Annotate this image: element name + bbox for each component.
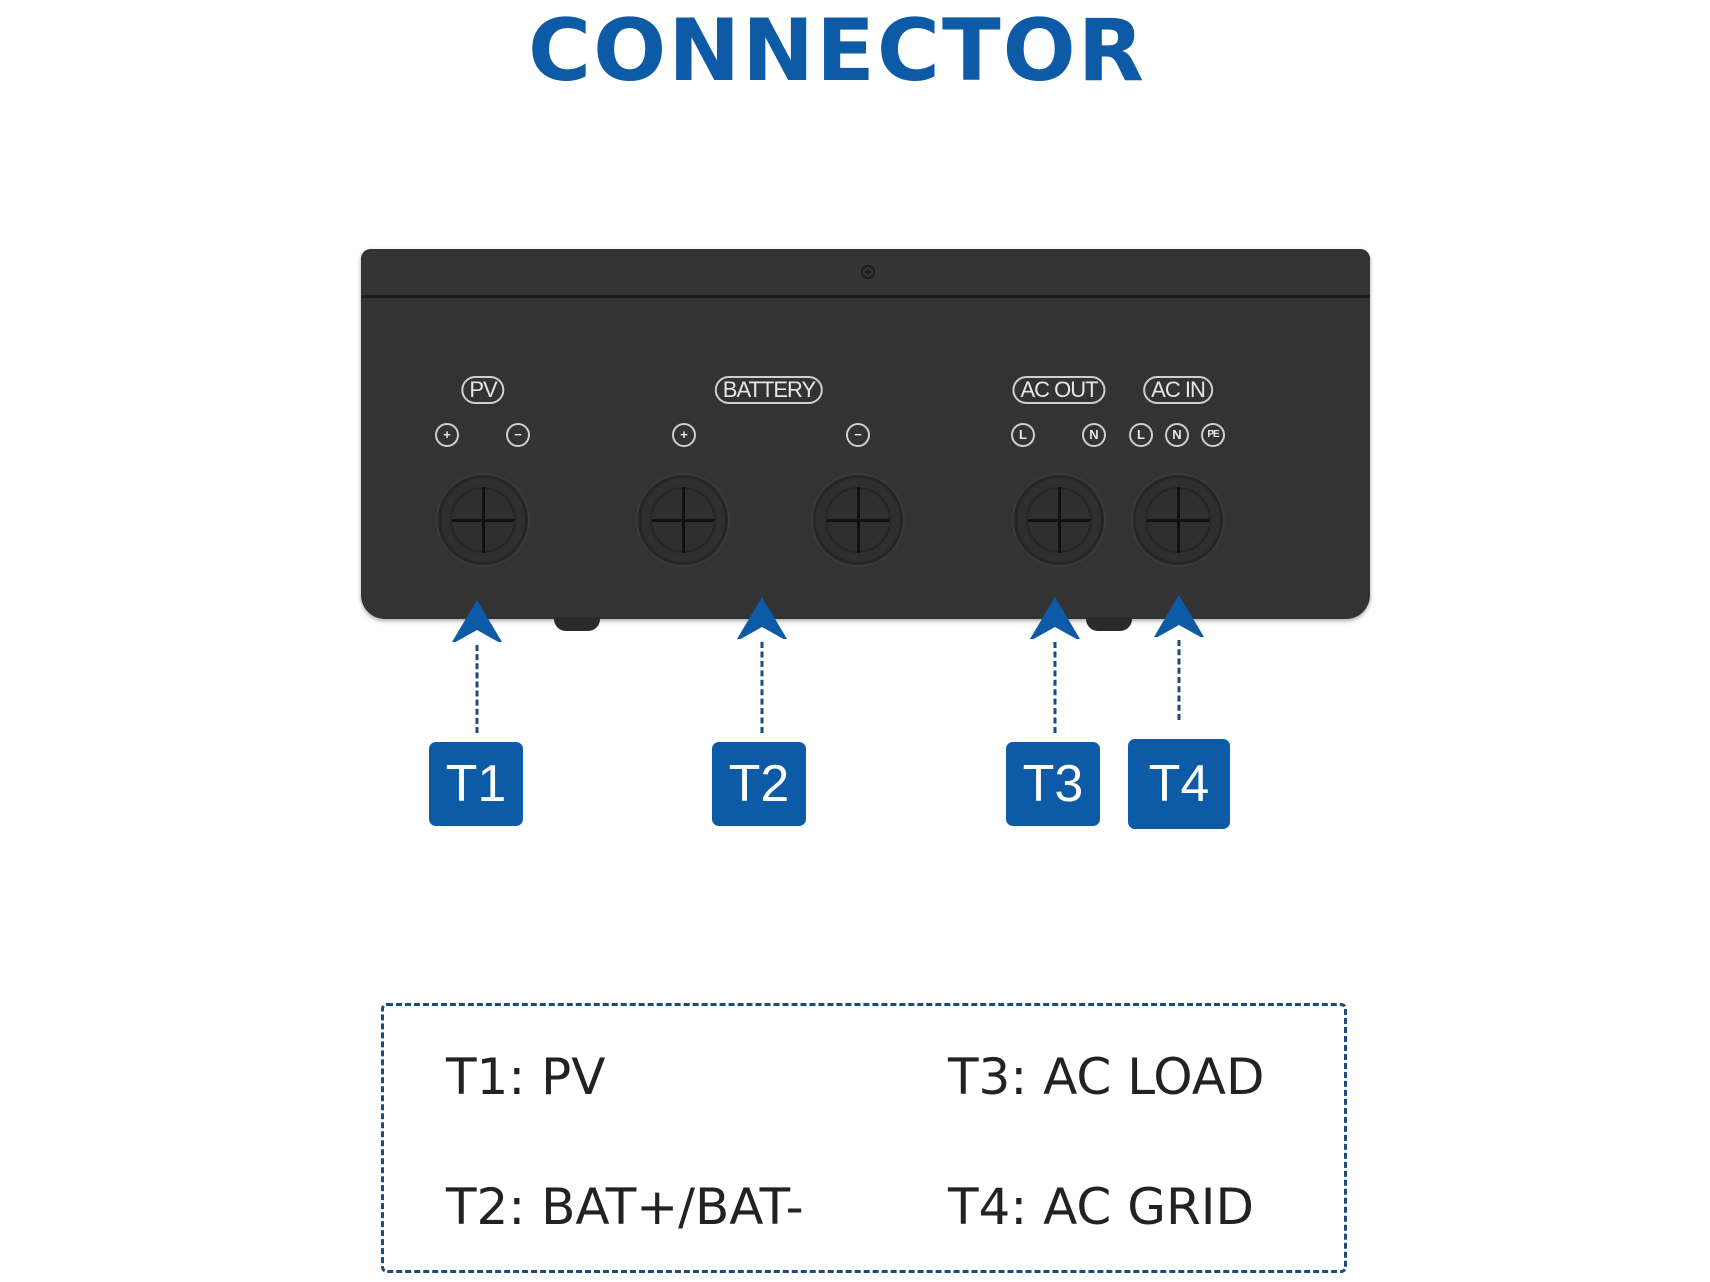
label-ac-out: AC OUT bbox=[1012, 376, 1106, 404]
legend-item-t4: T4: AC GRID bbox=[948, 1178, 1254, 1236]
screw-icon bbox=[861, 265, 875, 279]
arrow-up-icon-t3 bbox=[1030, 597, 1080, 639]
marker-ac-out-l: L bbox=[1011, 423, 1035, 447]
callout-line-t4 bbox=[1177, 640, 1181, 720]
label-pv: PV bbox=[461, 376, 505, 404]
callout-line-t2 bbox=[760, 642, 764, 733]
ac-out-gland bbox=[1014, 475, 1104, 565]
arrow-up-icon-t4 bbox=[1154, 595, 1204, 637]
device-foot bbox=[554, 617, 600, 631]
marker-ac-out-n: N bbox=[1082, 423, 1106, 447]
arrow-up-icon-t2 bbox=[737, 597, 787, 639]
marker-pv-negative: − bbox=[506, 423, 530, 447]
tag-t4: T4 bbox=[1128, 739, 1230, 829]
legend-item-t3: T3: AC LOAD bbox=[948, 1048, 1265, 1106]
ac-in-gland bbox=[1133, 475, 1223, 565]
callout-line-t3 bbox=[1053, 642, 1057, 733]
battery-negative-gland bbox=[813, 475, 903, 565]
arrow-up-icon-t1 bbox=[452, 600, 502, 642]
device-lid bbox=[361, 249, 1370, 298]
legend-item-t1: T1: PV bbox=[446, 1048, 606, 1106]
inverter-device: PV BATTERY AC OUT AC IN + − + − L N L N … bbox=[361, 249, 1370, 631]
pv-gland bbox=[438, 475, 528, 565]
legend-item-t2: T2: BAT+/BAT- bbox=[446, 1178, 804, 1236]
page-title: CONNECTOR bbox=[527, 1, 1147, 101]
device-foot bbox=[1086, 617, 1132, 631]
callout-line-t1 bbox=[475, 645, 479, 733]
tag-t1: T1 bbox=[429, 742, 523, 826]
label-battery: BATTERY bbox=[714, 376, 824, 404]
battery-positive-gland bbox=[638, 475, 728, 565]
marker-battery-positive: + bbox=[672, 423, 696, 447]
marker-pv-positive: + bbox=[435, 423, 459, 447]
tag-t2: T2 bbox=[712, 742, 806, 826]
tag-t3: T3 bbox=[1006, 742, 1100, 826]
marker-ac-in-n: N bbox=[1165, 423, 1189, 447]
marker-ac-in-pe: PE bbox=[1201, 423, 1225, 447]
marker-ac-in-l: L bbox=[1129, 423, 1153, 447]
label-ac-in: AC IN bbox=[1143, 376, 1213, 404]
legend-box: T1: PV T2: BAT+/BAT- T3: AC LOAD T4: AC … bbox=[381, 1003, 1347, 1273]
marker-battery-negative: − bbox=[846, 423, 870, 447]
